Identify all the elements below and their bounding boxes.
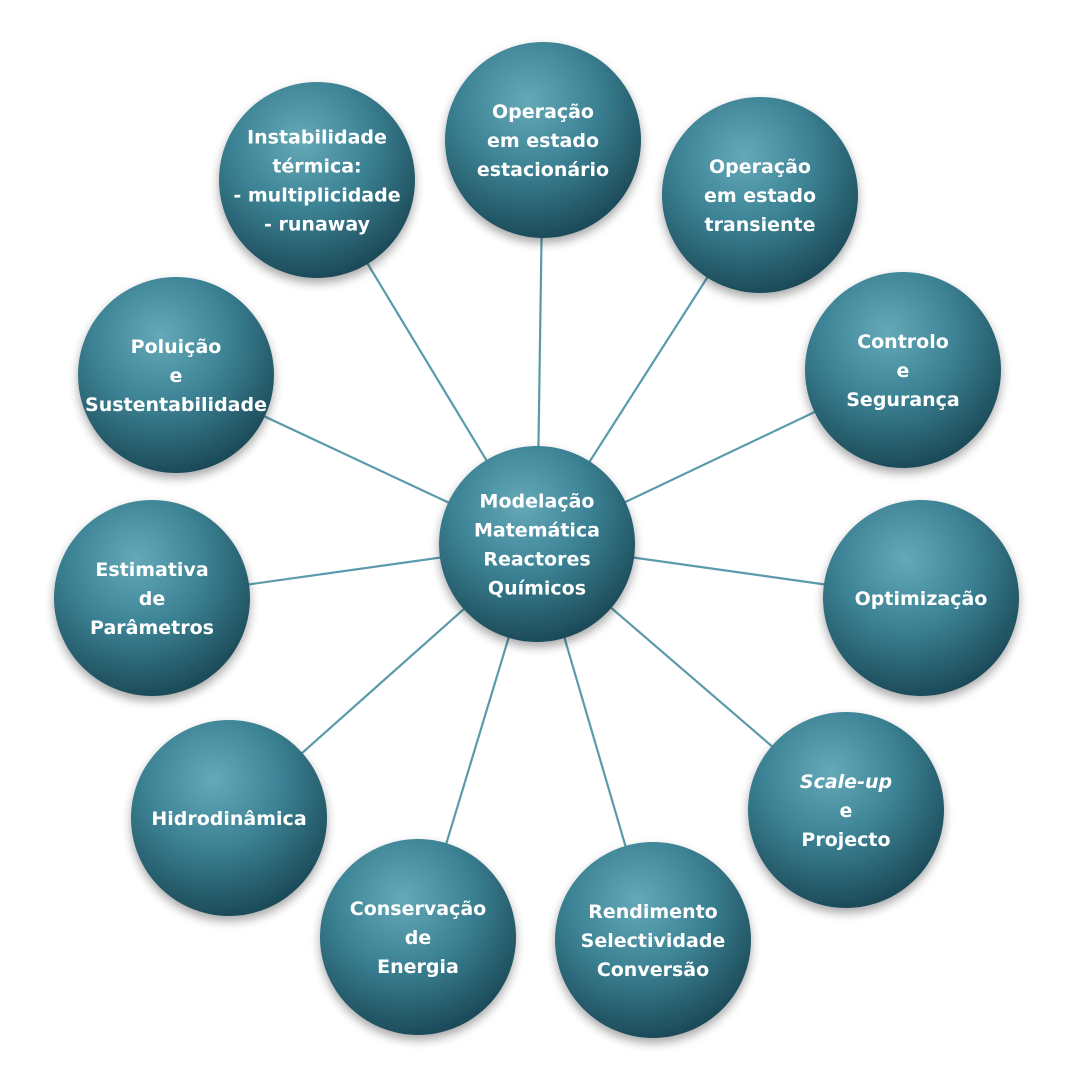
node-label-instabilidade-termica: Instabilidade bbox=[247, 127, 387, 149]
node-label-poluicao-sustentabilidade: e bbox=[170, 365, 183, 387]
node-optimizacao: Optimização bbox=[823, 500, 1019, 696]
node-label-conservacao-energia: de bbox=[405, 927, 432, 949]
node-circle-hidrodinamica bbox=[131, 720, 327, 916]
node-label-rendimento: Selectividade bbox=[581, 930, 726, 952]
node-label-conservacao-energia: Conservação bbox=[350, 898, 486, 920]
node-instabilidade-termica: Instabilidade térmica: - multiplicidade - r… bbox=[219, 82, 415, 278]
node-label-operacao-estacionario: Operação bbox=[492, 101, 594, 123]
node-label-poluicao-sustentabilidade: Poluição bbox=[131, 336, 222, 358]
node-label-instabilidade-termica: - runaway bbox=[264, 214, 371, 236]
node-operacao-transiente: Operação em estado transiente bbox=[662, 97, 858, 293]
node-label-center-modelacao: Matemática bbox=[474, 520, 600, 542]
node-circle-rendimento bbox=[555, 842, 751, 1038]
node-circle-poluicao-sustentabilidade bbox=[78, 277, 274, 473]
node-circle-operacao-transiente bbox=[662, 97, 858, 293]
node-circle-scale-up-projecto bbox=[748, 712, 944, 908]
node-label-scale-up-projecto: Projecto bbox=[801, 829, 890, 851]
node-label-conservacao-energia: Energia bbox=[377, 956, 459, 978]
node-label-operacao-estacionario: estacionário bbox=[477, 159, 609, 181]
node-circle-optimizacao bbox=[823, 500, 1019, 696]
node-label-estimativa-parametros: de bbox=[139, 588, 166, 610]
node-label-rendimento: Rendimento bbox=[588, 901, 718, 923]
node-label-scale-up-projecto: e bbox=[840, 800, 853, 822]
node-label-hidrodinamica: Hidrodinâmica bbox=[151, 808, 306, 830]
node-label-scale-up-projecto: Scale-up bbox=[800, 771, 892, 793]
node-label-operacao-transiente: em estado bbox=[704, 185, 816, 207]
node-operacao-estacionario: Operação em estado estacionário bbox=[445, 42, 641, 238]
node-label-poluicao-sustentabilidade: Sustentabilidade bbox=[85, 394, 267, 416]
node-label-instabilidade-termica: - multiplicidade bbox=[233, 185, 400, 207]
node-label-estimativa-parametros: Estimativa bbox=[95, 559, 208, 581]
node-label-controlo-seguranca: Segurança bbox=[846, 389, 960, 411]
node-label-center-modelacao: Reactores bbox=[483, 549, 590, 571]
node-label-controlo-seguranca: e bbox=[897, 360, 910, 382]
node-label-center-modelacao: Químicos bbox=[488, 578, 586, 600]
node-label-optimizacao: Optimização bbox=[855, 588, 988, 610]
node-circle-instabilidade-termica bbox=[219, 82, 415, 278]
node-circle-operacao-estacionario bbox=[445, 42, 641, 238]
node-label-instabilidade-termica: térmica: bbox=[272, 156, 361, 178]
node-label-operacao-transiente: transiente bbox=[704, 214, 815, 236]
node-circle-center-modelacao bbox=[439, 446, 635, 642]
node-label-operacao-transiente: Operação bbox=[709, 156, 811, 178]
node-circle-controlo-seguranca bbox=[805, 272, 1001, 468]
node-circle-estimativa-parametros bbox=[54, 500, 250, 696]
node-label-controlo-seguranca: Controlo bbox=[857, 331, 949, 353]
node-label-center-modelacao: Modelação bbox=[480, 491, 595, 513]
node-label-estimativa-parametros: Parâmetros bbox=[90, 617, 214, 639]
node-label-operacao-estacionario: em estado bbox=[487, 130, 599, 152]
nodes-group: Operação em estado estacionário Operação em … bbox=[54, 42, 1019, 1038]
node-label-rendimento: Conversão bbox=[597, 959, 709, 981]
node-hidrodinamica: Hidrodinâmica bbox=[131, 720, 327, 916]
node-circle-conservacao-energia bbox=[320, 839, 516, 1035]
